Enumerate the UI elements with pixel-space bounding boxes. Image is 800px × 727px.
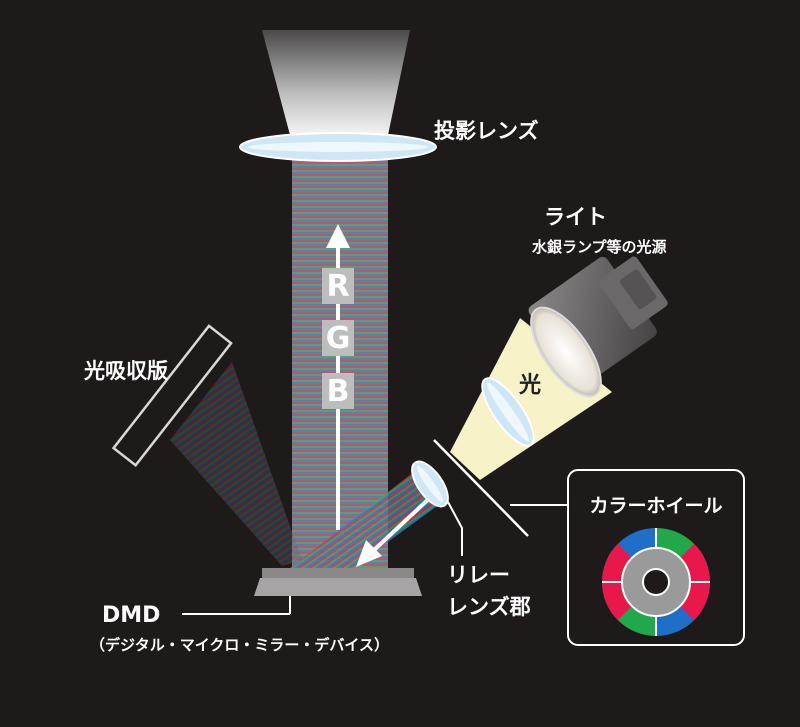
relay-lens-leader (447, 501, 463, 556)
color-wheel-box (567, 469, 745, 646)
color-wheel-segment-red-left2 (602, 582, 632, 621)
relay-label-line1: リレー (447, 563, 510, 587)
rgb-r-bg (322, 268, 354, 304)
color-wheel-label: カラーホイール (589, 495, 722, 517)
light-sub-label: 水銀ランプ等の光源 (532, 238, 667, 256)
condenser-lens (481, 377, 535, 447)
light-label: ライト (544, 205, 607, 229)
dmd-full-label: （デジタル・マイクロ・ミラー・デバイス） (90, 636, 389, 654)
dmd-label: DMD (102, 603, 160, 628)
projection-lens-label: 投影レンズ (434, 119, 539, 143)
rgb-g-bg (322, 320, 354, 356)
dmd-chip-base (254, 578, 422, 596)
lamp-icon (528, 256, 668, 398)
light-beam-label: 光 (518, 373, 541, 398)
color-wheel-hole (642, 568, 670, 596)
output-light-cone (262, 30, 410, 135)
rgb-b-bg (322, 373, 354, 409)
color-wheel-edge (433, 439, 529, 537)
rgb-r-label: R (326, 269, 349, 304)
relay-label-line2: レンズ郡 (447, 595, 531, 619)
projection-lens-highlight (248, 142, 428, 152)
absorber-beam (170, 362, 302, 566)
absorber-plate (111, 324, 233, 468)
absorber-label: 光吸収版 (83, 359, 168, 383)
rgb-g-label: G (326, 321, 351, 356)
color-wheel (602, 528, 710, 636)
dmd-chip-top (262, 568, 414, 578)
lamp-light-beam (450, 318, 612, 480)
color-wheel-segment-red-right1 (680, 543, 710, 582)
color-wheel-segment-red-right2 (680, 582, 710, 621)
rgb-b-label: B (327, 374, 350, 409)
diagonal-rgb-beam-stripes (290, 472, 448, 568)
relay-lens (411, 460, 449, 508)
color-wheel-segment-red-left (602, 543, 632, 582)
arrow-down-icon (356, 492, 436, 567)
